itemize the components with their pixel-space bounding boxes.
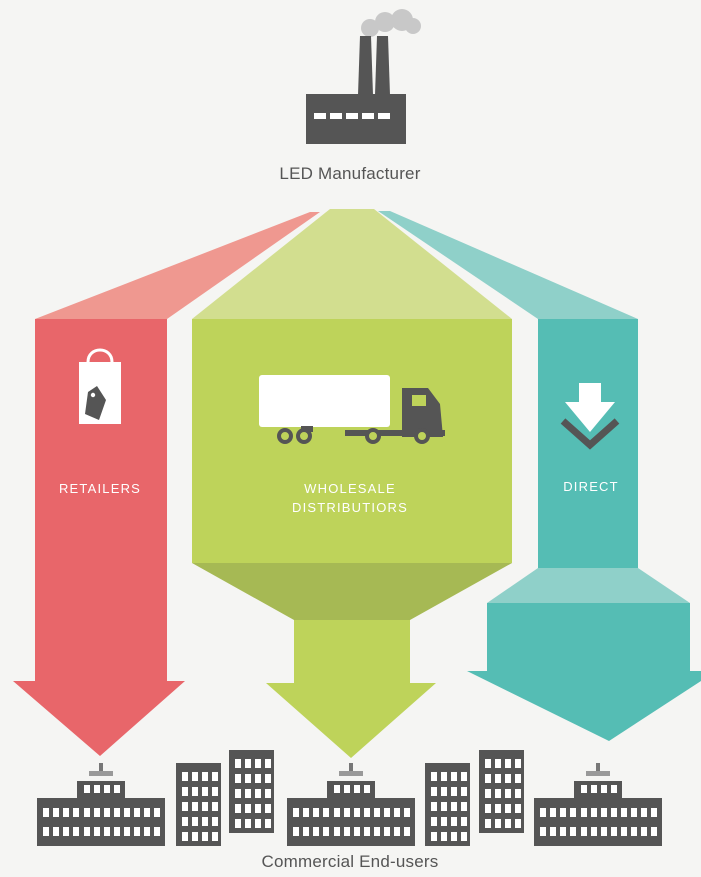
direct-arrow <box>378 211 701 741</box>
wholesale-distributors-label: WHOLESALE DISTRIBUTIORS <box>230 479 470 517</box>
shopping-bag-icon <box>79 348 121 424</box>
retailers-arrow <box>13 212 320 756</box>
factory-icon <box>306 9 421 144</box>
truck-icon <box>259 375 445 444</box>
office-buildings-icon <box>37 750 662 846</box>
download-arrow-icon <box>560 383 620 450</box>
end-users-label: Commercial End-users <box>261 852 439 871</box>
manufacturer-label: LED Manufacturer <box>279 164 421 183</box>
direct-label: DIRECT <box>563 479 619 494</box>
wholesale-label-line1: WHOLESALE <box>304 481 396 496</box>
retailers-label: RETAILERS <box>58 481 142 496</box>
wholesale-label-line2: DISTRIBUTIORS <box>292 500 408 515</box>
